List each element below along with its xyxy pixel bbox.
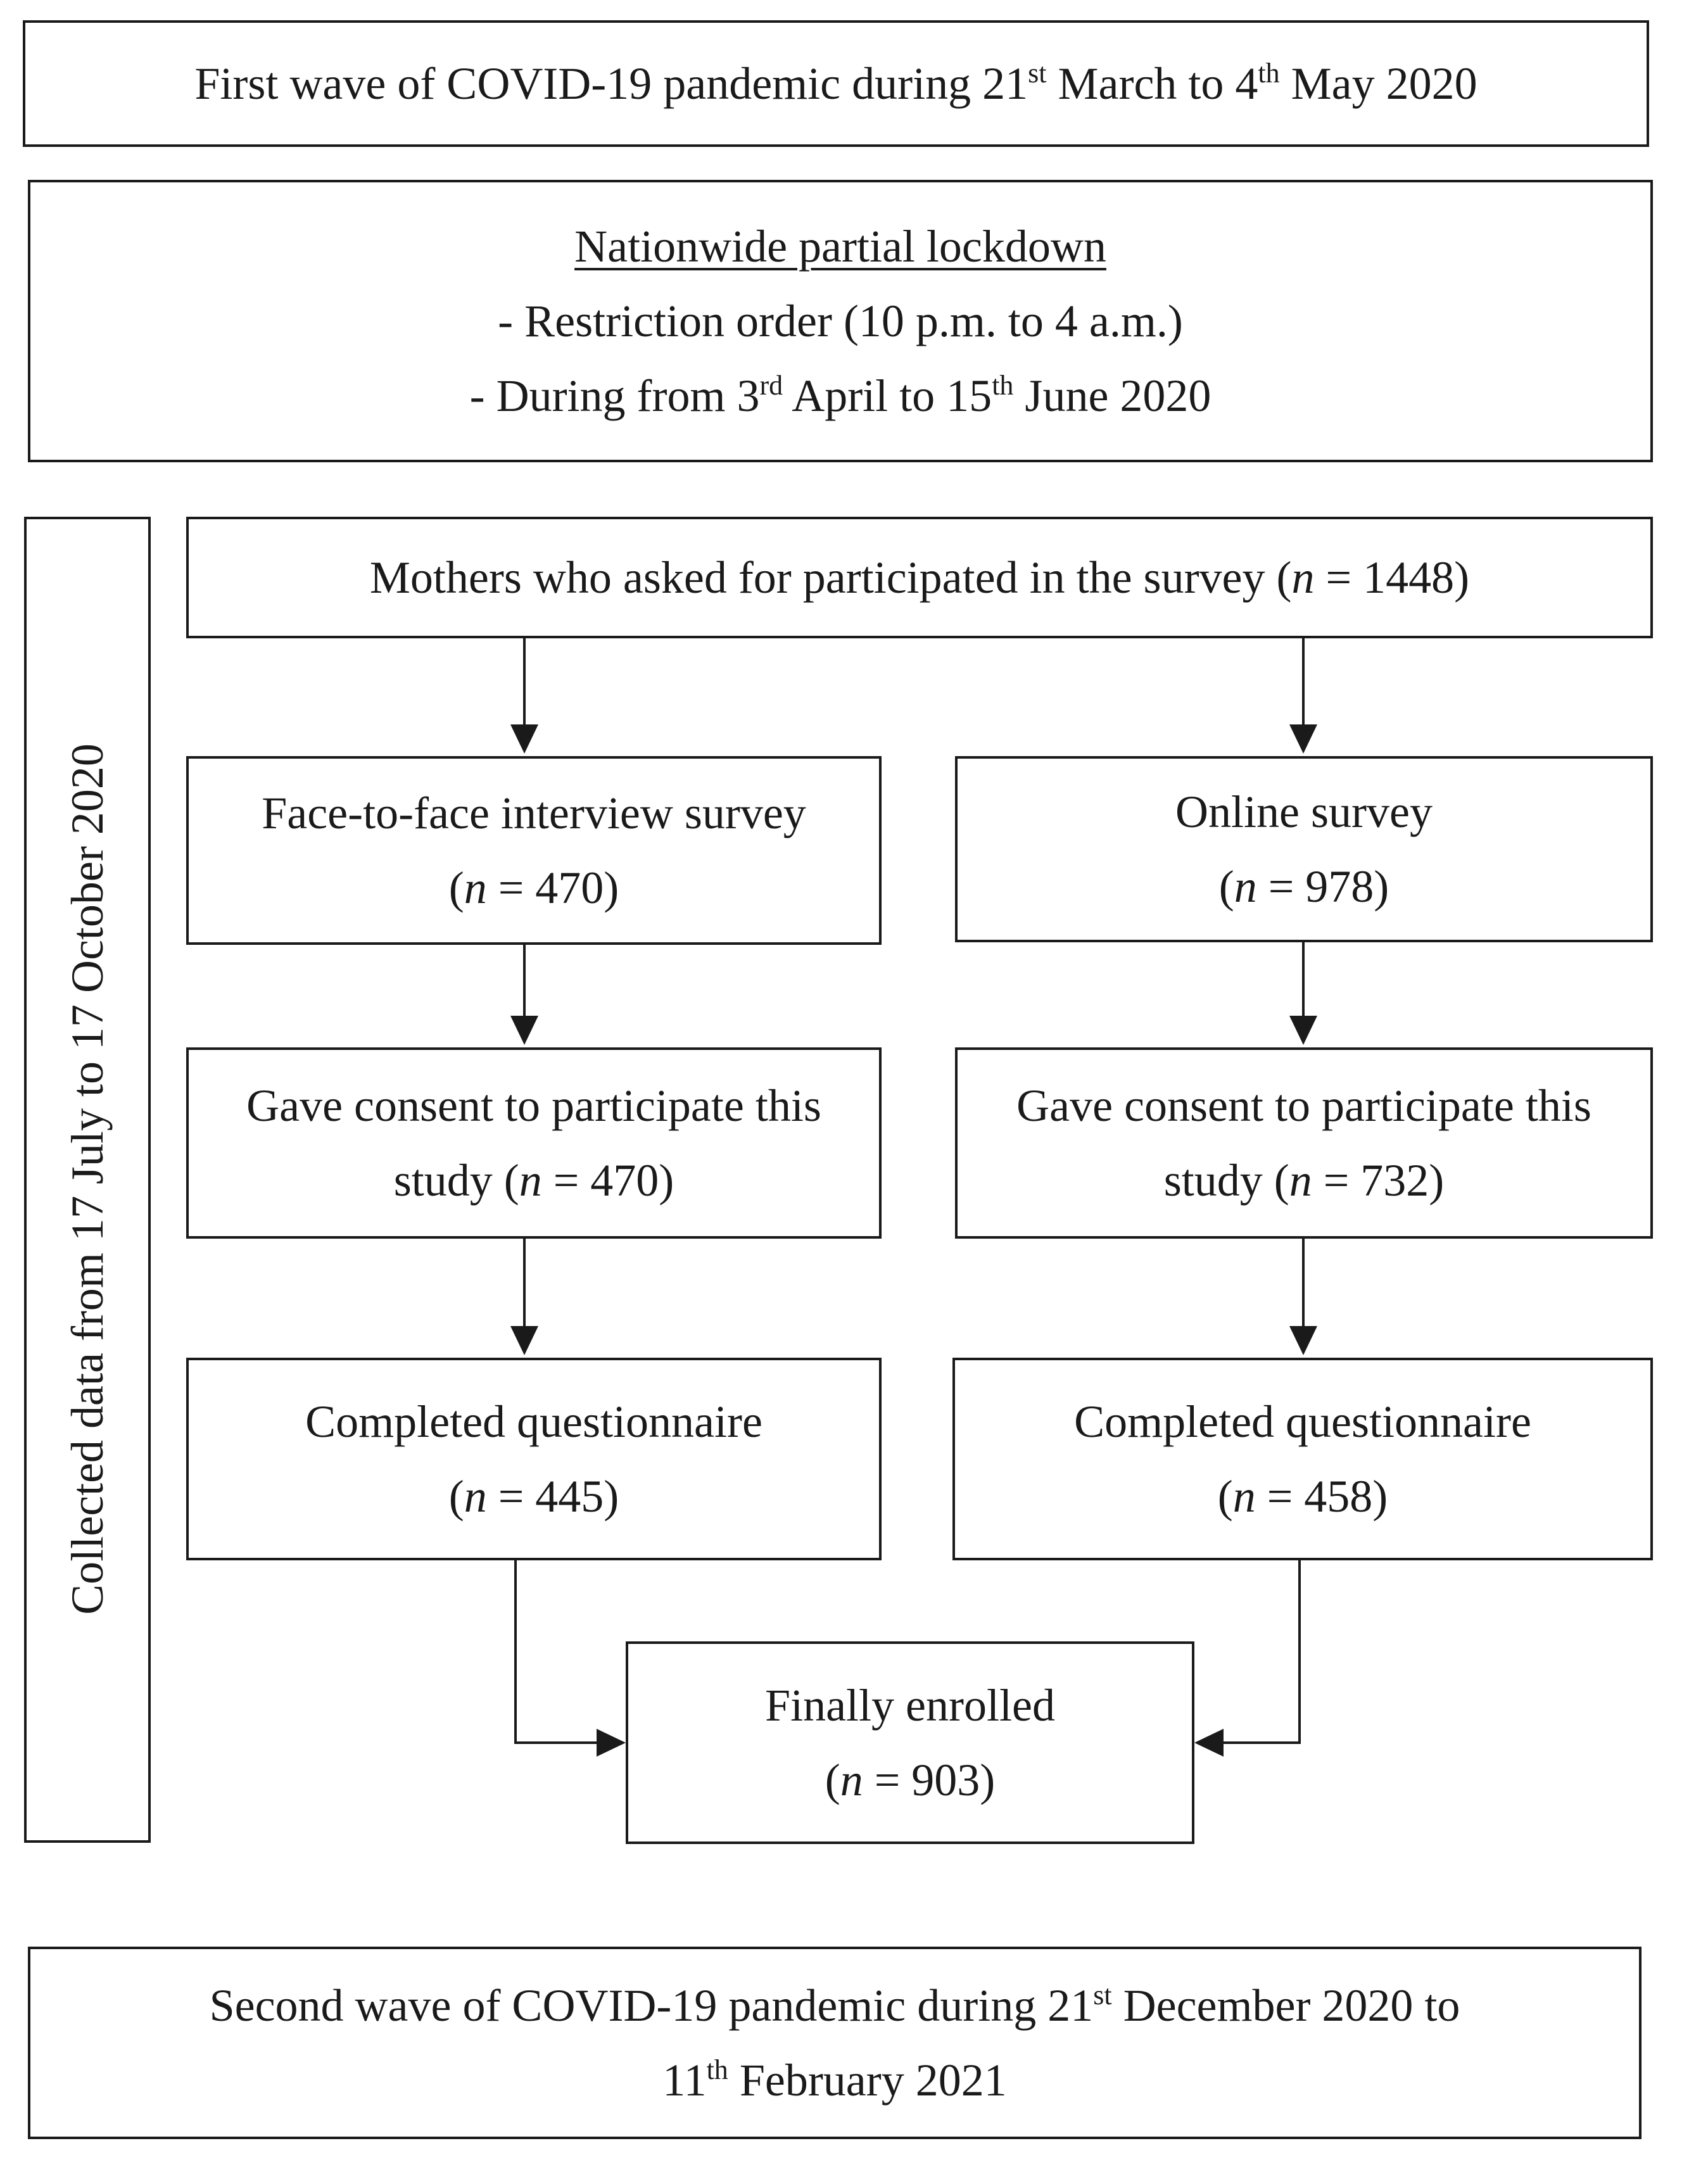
first-wave-text: First wave of COVID-19 pandemic during 2… xyxy=(194,58,1477,109)
consent-online-line2: study (n = 732) xyxy=(1163,1155,1445,1206)
final-enrolled-count: (n = 903) xyxy=(825,1755,996,1805)
consent-face-line1: Gave consent to participate this xyxy=(246,1080,821,1131)
arrow-completed-face-to-final xyxy=(514,1559,603,1744)
face-to-face-count: (n = 470) xyxy=(448,862,619,913)
arrow-completed-online-to-final xyxy=(1217,1559,1301,1744)
completed-face-count: (n = 445) xyxy=(448,1471,619,1522)
completed-face-box: Completed questionnaire (n = 445) xyxy=(186,1358,882,1560)
online-title: Online survey xyxy=(1175,787,1433,837)
mothers-text: Mothers who asked for participated in th… xyxy=(369,552,1470,603)
completed-online-count: (n = 458) xyxy=(1217,1471,1388,1522)
lockdown-title: Nationwide partial lockdown xyxy=(574,221,1106,272)
second-wave-box: Second wave of COVID-19 pandemic during … xyxy=(28,1947,1642,2139)
face-to-face-title: Face-to-face interview survey xyxy=(262,788,806,838)
lockdown-box: Nationwide partial lockdown - Restrictio… xyxy=(28,180,1653,462)
consent-face-line2: study (n = 470) xyxy=(393,1155,674,1206)
completed-face-title: Completed questionnaire xyxy=(305,1396,762,1447)
lockdown-restriction: - Restriction order (10 p.m. to 4 a.m.) xyxy=(498,296,1183,346)
completed-online-title: Completed questionnaire xyxy=(1074,1396,1531,1447)
first-wave-box: First wave of COVID-19 pandemic during 2… xyxy=(23,20,1649,147)
mothers-box: Mothers who asked for participated in th… xyxy=(186,517,1653,638)
online-count: (n = 978) xyxy=(1218,861,1389,912)
lockdown-period: - During from 3rd April to 15th June 202… xyxy=(469,370,1211,421)
online-box: Online survey (n = 978) xyxy=(955,756,1653,942)
second-wave-line1: Second wave of COVID-19 pandemic during … xyxy=(209,1980,1460,2031)
consent-online-box: Gave consent to participate this study (… xyxy=(955,1047,1653,1239)
collection-period-box xyxy=(24,517,151,1843)
final-enrolled-box: Finally enrolled (n = 903) xyxy=(626,1641,1194,1844)
final-enrolled-title: Finally enrolled xyxy=(765,1680,1055,1731)
face-to-face-box: Face-to-face interview survey (n = 470) xyxy=(186,756,882,945)
consent-online-line1: Gave consent to participate this xyxy=(1016,1080,1591,1131)
completed-online-box: Completed questionnaire (n = 458) xyxy=(952,1358,1653,1560)
collection-period-label: Collected data from 17 July to 17 Octobe… xyxy=(61,743,113,1615)
second-wave-line2: 11th February 2021 xyxy=(662,2054,1007,2106)
consent-face-box: Gave consent to participate this study (… xyxy=(186,1047,882,1239)
